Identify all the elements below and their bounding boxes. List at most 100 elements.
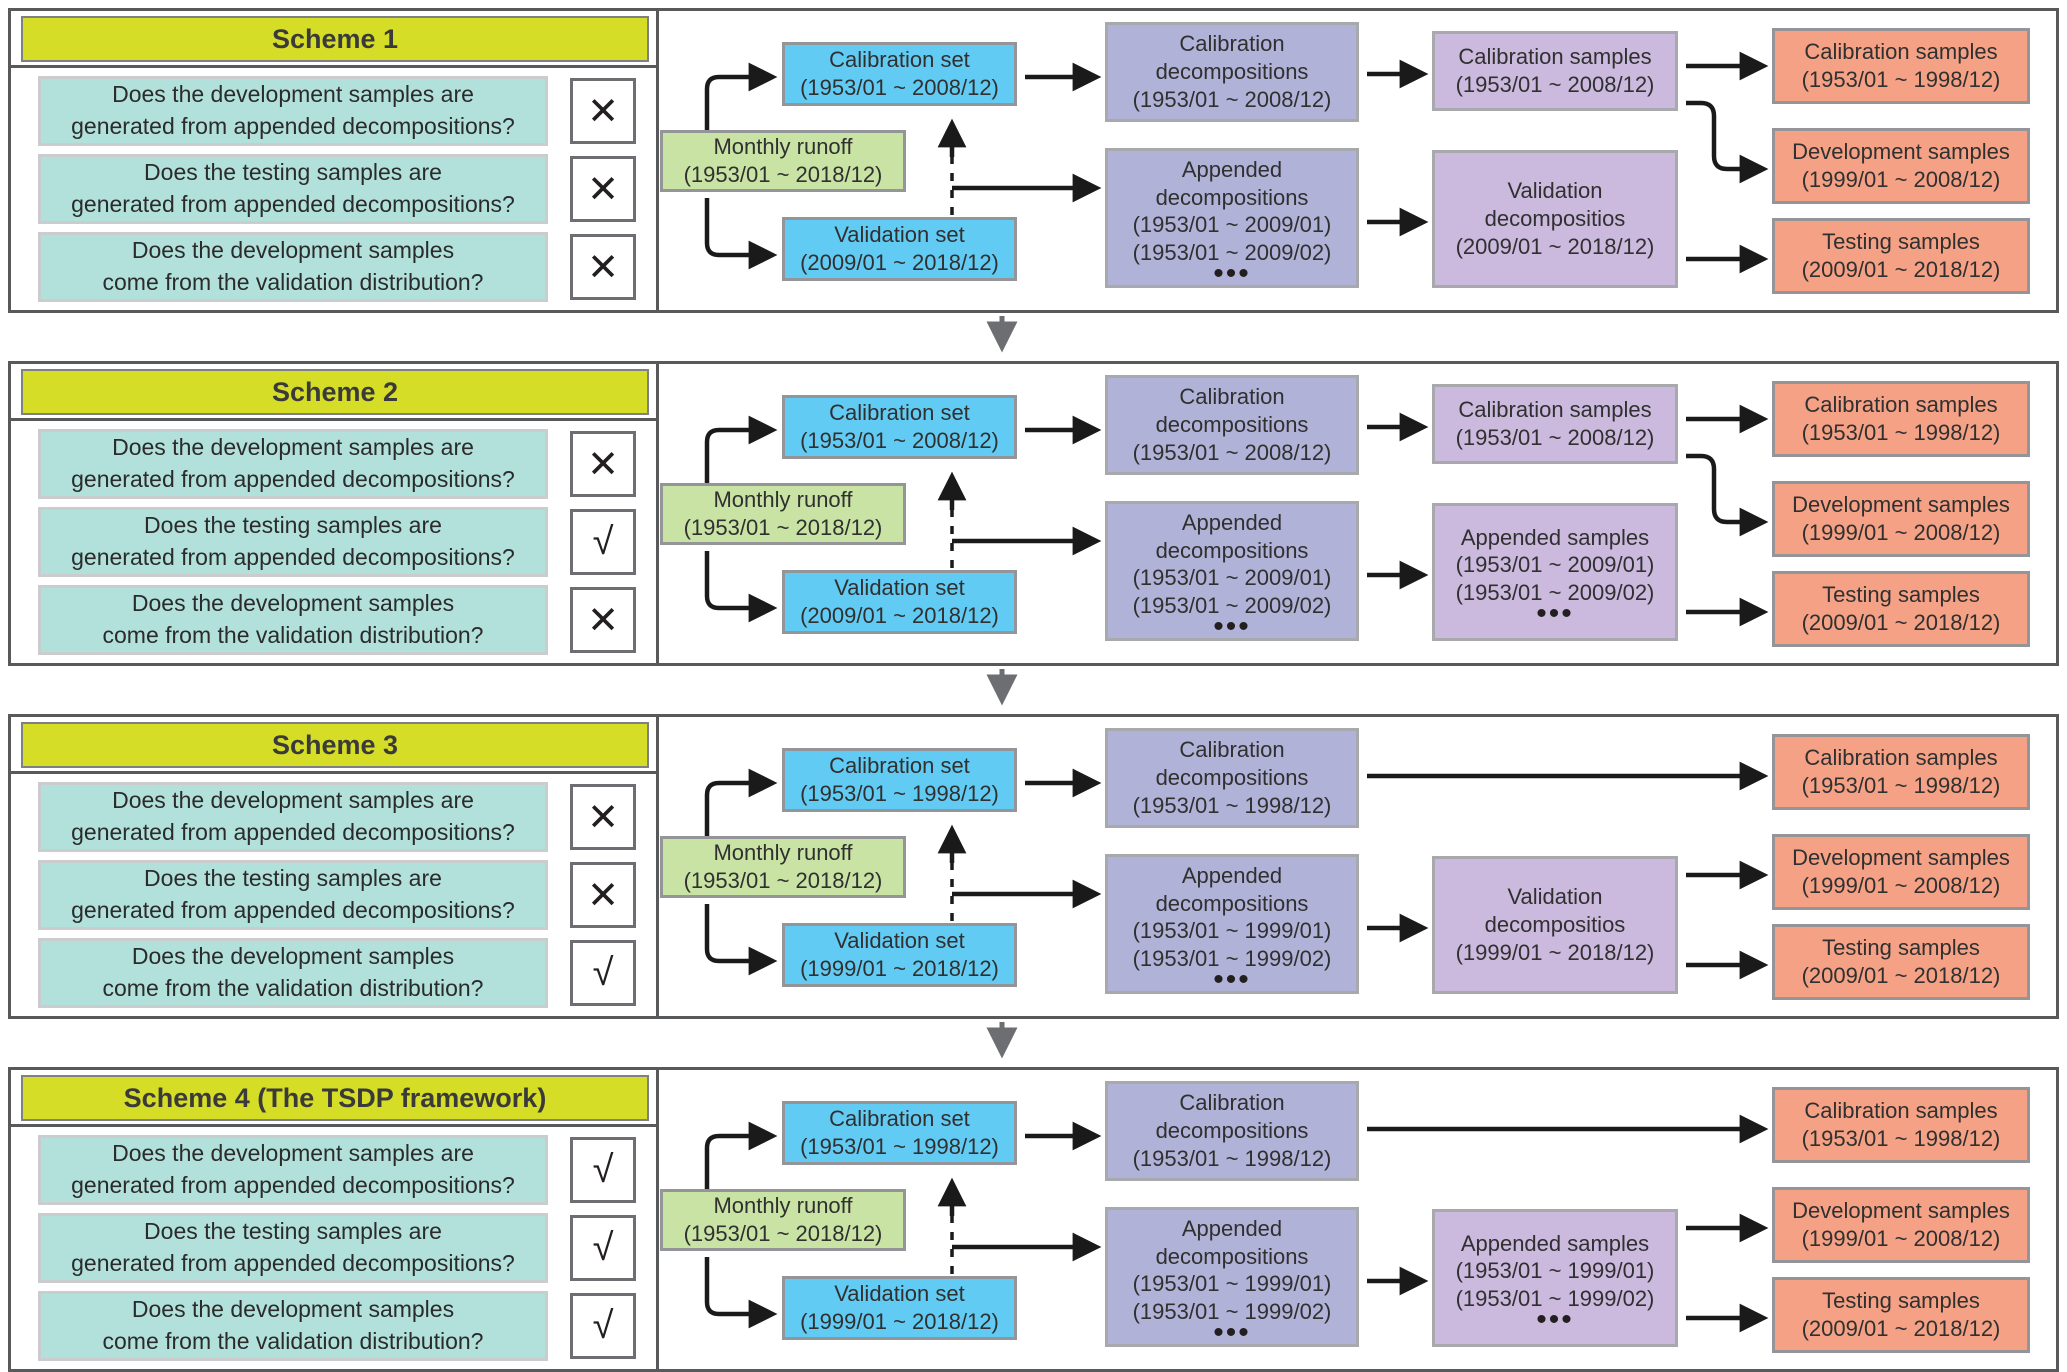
scheme-title: Scheme 3 [21,722,649,768]
flow-box-line: Appended [1181,1215,1283,1241]
scheme-title: Scheme 2 [21,369,649,415]
flow-box-line: decompositions [1155,59,1309,85]
scheme-question-section: Scheme 2 Does the development samples ar… [11,364,656,663]
flow-box-line: Monthly runoff [713,1193,853,1219]
question-line: generated from appended decompositions? [71,466,515,492]
flow-box-line: (1953/01 ~ 2008/12) [1132,439,1332,465]
flow-box-line: (1999/01 ~ 2008/12) [1801,1226,2001,1251]
question-line: Does the testing samples are [144,865,442,892]
ellipsis-dots: ••• [1536,596,1574,630]
flow-box-line: Calibration samples [1804,392,1998,418]
scheme-panel-2: Scheme 2 Does the development samples ar… [8,361,2059,666]
flow-box-line: Development samples [1792,492,2010,518]
answer-mark: √ [592,520,614,563]
flow-box-line: Testing samples [1822,229,1980,255]
flow-box-line: (1953/01 ~ 1998/12) [1801,773,2001,798]
answer-mark: √ [592,951,614,994]
scheme-panel-4: Scheme 4 (The TSDP framework) Does the d… [8,1067,2059,1372]
section-divider [656,364,659,663]
flow-box-line: (1999/01 ~ 2018/12) [1455,939,1655,965]
question-line: Does the development samples [131,237,455,264]
header-divider [11,65,656,68]
flow-box-line: Appended samples [1460,524,1650,550]
flow-box-line: (1953/01 ~ 2008/12) [1455,72,1655,97]
flow-box-line: (1953/01 ~ 2009/01) [1132,565,1332,591]
arrow-green-to-valset [704,551,778,623]
flow-box-line: Calibration samples [1804,1098,1998,1124]
flow-box-line: (1953/01 ~ 1998/12) [1132,1145,1332,1171]
flow-box-line: Development samples [1792,1198,2010,1224]
arrow-green-to-calset [704,1121,778,1189]
flow-box-line: decompositions [1155,1118,1309,1144]
question-line: generated from appended decompositions? [71,1172,515,1198]
answer-mark: ✕ [587,90,619,133]
flow-box-line: (1953/01 ~ 1999/02) [1455,1286,1655,1312]
header-divider [11,418,656,421]
question-box: Does the development samples come from th… [38,585,548,655]
flow-box-salmon-cal: Calibration samples(1953/01 ~ 1998/12) [1772,28,2030,104]
section-divider [656,11,659,310]
flow-box-midtop: Calibration samples(1953/01 ~ 2008/12) [1432,31,1678,111]
flow-box-line: (1953/01 ~ 2018/12) [683,1221,883,1246]
arrow-green-to-calset [704,768,778,836]
answer-mark: √ [592,1226,614,1269]
answer-mark: ✕ [587,443,619,486]
flow-box-line: Appended [1181,509,1283,535]
answer-checkbox: ✕ [570,431,636,497]
flow-box-line: (1953/01 ~ 2008/12) [800,75,999,100]
flow-box-line: (1953/01 ~ 1998/12) [1801,1126,2001,1151]
flow-box-line: (1953/01 ~ 1999/01) [1455,1258,1655,1284]
flow-box-line: Validation [1507,178,1603,204]
flow-box-line: (2009/01 ~ 2018/12) [1801,610,2001,635]
flow-box-line: Calibration samples [1804,39,1998,65]
flow-box-line: (1953/01 ~ 2018/12) [683,868,883,893]
flow-box-line: (2009/01 ~ 2018/12) [800,603,999,628]
answer-mark: ✕ [587,246,619,289]
flow-box-line: (1953/01 ~ 2008/12) [800,428,999,453]
answer-checkbox: ✕ [570,862,636,928]
question-line: Does the testing samples are [144,512,442,539]
arrow-green-to-calset [704,62,778,130]
flow-box-line: (1953/01 ~ 1999/02) [1132,1298,1332,1324]
flow-box-line: (1953/01 ~ 2009/01) [1455,552,1655,578]
flow-box-line: Appended [1181,156,1283,182]
question-line: Does the development samples [131,590,455,617]
scheme-title: Scheme 4 (The TSDP framework) [21,1075,649,1121]
flow-box-line: (1999/01 ~ 2018/12) [800,956,999,981]
flow-box-line: (2009/01 ~ 2018/12) [1455,233,1655,259]
flow-box-line: Testing samples [1822,582,1980,608]
flow-box-line: (1953/01 ~ 1998/12) [1801,67,2001,92]
scheme-panel-3: Scheme 3 Does the development samples ar… [8,714,2059,1019]
question-line: Does the development samples are [112,434,474,461]
flow-box-line: (1953/01 ~ 1998/12) [800,781,999,806]
flow-box-salmon-cal: Calibration samples(1953/01 ~ 1998/12) [1772,381,2030,457]
flow-box-line: Calibration samples [1458,397,1652,423]
flow-box-salmon-dev: Development samples(1999/01 ~ 2008/12) [1772,834,2030,910]
flow-box-line: (1999/01 ~ 2008/12) [1801,520,2001,545]
flow-box-salmon-cal: Calibration samples(1953/01 ~ 1998/12) [1772,734,2030,810]
answer-checkbox: √ [570,1215,636,1281]
flow-box-line: (1953/01 ~ 1998/12) [800,1134,999,1159]
question-line: Does the development samples are [112,81,474,108]
flow-box-line: Development samples [1792,845,2010,871]
flow-box-line: Calibration [1179,31,1285,57]
flow-box-line: Validation set [834,928,965,954]
flow-box-line: (1953/01 ~ 2008/12) [1132,86,1332,112]
answer-checkbox: √ [570,509,636,575]
scheme-title: Scheme 1 [21,16,649,62]
arrow-midtop-to-dev [1686,100,1769,184]
flow-box-line: Calibration [1179,737,1285,763]
question-line: come from the validation distribution? [102,622,484,648]
arrow-green-to-calset [704,415,778,483]
panel-connector-arrow [972,666,1032,714]
answer-checkbox: √ [570,1293,636,1359]
panel-connector-arrow [972,1019,1032,1067]
answer-checkbox: ✕ [570,587,636,653]
answer-mark: ✕ [587,168,619,211]
flow-box-line: Monthly runoff [713,487,853,513]
